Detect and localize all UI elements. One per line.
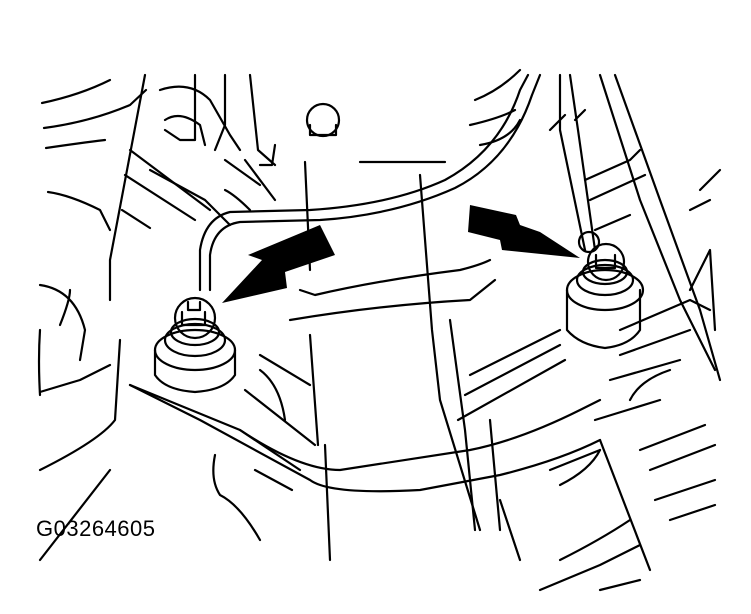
right-bolt-boss xyxy=(567,232,643,348)
lower-frame xyxy=(130,385,600,560)
right-housing-lines xyxy=(470,70,720,590)
right-bolt-arrow xyxy=(468,205,580,258)
center-block xyxy=(240,175,565,560)
figure-id-label: G03264605 xyxy=(36,516,156,541)
left-housing-lines xyxy=(39,75,275,560)
left-bolt-arrow xyxy=(222,225,335,303)
left-bolt-boss xyxy=(155,298,235,392)
fluid-tube xyxy=(200,75,595,290)
